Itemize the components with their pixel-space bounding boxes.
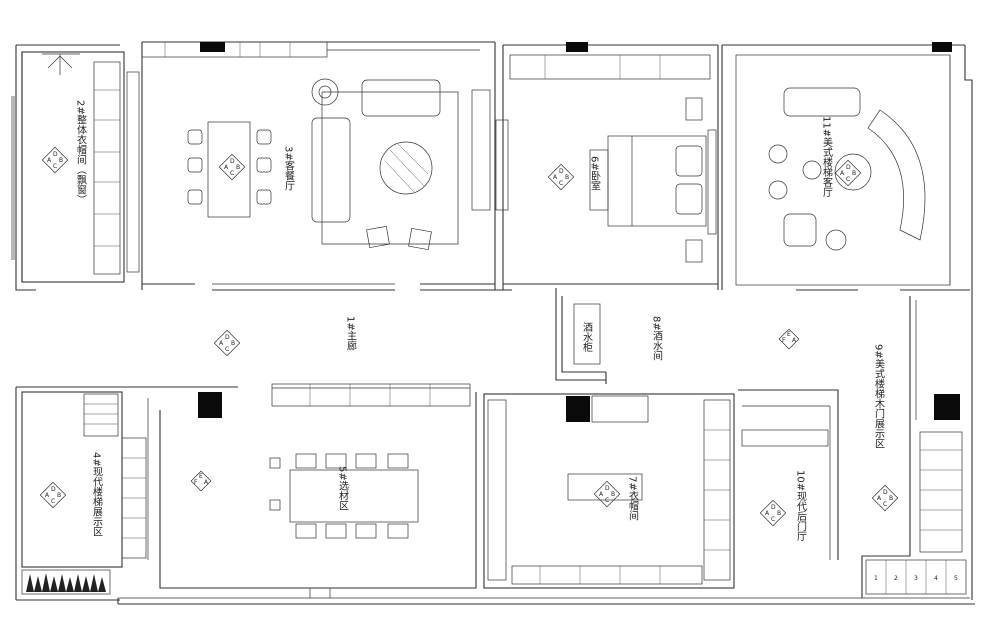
room-label-5: 5#选材区: [337, 466, 349, 511]
dab-marker-label: A: [765, 510, 770, 517]
efa-marker-label: A: [792, 337, 797, 344]
dab-marker-label: D: [846, 164, 851, 171]
dab-marker: D A B C: [871, 484, 899, 512]
dab-marker-label: C: [883, 501, 887, 508]
dab-marker-label: A: [840, 170, 845, 177]
dab-marker-label: D: [605, 485, 610, 492]
dab-marker-label: D: [771, 504, 776, 511]
room-9-american-stair: [861, 296, 967, 598]
dab-marker-label: C: [771, 516, 775, 523]
dab-marker-label: A: [47, 157, 52, 164]
dab-marker-label: B: [565, 174, 569, 181]
dab-marker: D A B C: [218, 153, 246, 181]
dab-marker: D A B C: [39, 481, 67, 509]
efa-marker-label: E: [199, 473, 203, 480]
dab-marker-label: A: [599, 491, 604, 498]
room-7-closet: [483, 393, 735, 589]
dab-marker: D A B C: [41, 146, 69, 174]
room-label-9: 9#美式楼梯木门展示区: [873, 344, 885, 449]
dab-marker-label: C: [225, 346, 229, 353]
efa-marker: E F A: [190, 470, 212, 492]
room-11-american-living: [721, 42, 970, 291]
room-label-8: 8#酒水间: [651, 316, 663, 362]
stair-number: 1: [874, 575, 878, 582]
dab-marker-label: A: [224, 164, 229, 171]
dab-marker-label: A: [45, 492, 50, 499]
dab-marker: D A B C: [834, 159, 862, 187]
room-8-wine-room: [555, 288, 607, 384]
dab-marker-label: C: [559, 180, 563, 187]
dab-marker-label: D: [53, 151, 58, 158]
room-10-rear-hall: [738, 389, 839, 560]
dab-marker: D A B C: [213, 329, 241, 357]
dab-marker-label: C: [51, 498, 55, 505]
stair-number: 3: [914, 575, 918, 582]
dab-marker-label: D: [883, 489, 888, 496]
room-label-11: 11#美式楼梯客厅: [821, 116, 833, 197]
dab-marker-label: B: [777, 510, 781, 517]
efa-marker-label: A: [204, 479, 209, 486]
room-label-2: 2#整体衣帽间（飘窗）: [75, 100, 87, 205]
dab-marker-label: B: [57, 492, 61, 499]
room-label-3: 3#客餐厅: [283, 146, 295, 191]
stair-number: 4: [934, 575, 938, 582]
dab-marker-label: B: [231, 340, 235, 347]
dab-marker-label: B: [889, 495, 893, 502]
room-2-closet: [11, 51, 140, 283]
dab-marker-label: D: [51, 486, 56, 493]
dab-marker: D A B C: [593, 480, 621, 508]
room-6-bedroom: [495, 42, 719, 290]
room-4-modern-stair: [21, 391, 149, 595]
room-3-living-dining: [141, 41, 512, 291]
room-label-10: 10#现代后门厅: [795, 470, 807, 541]
room-label-1: 1#主廊: [345, 316, 357, 352]
dab-marker-label: C: [53, 163, 57, 170]
efa-marker: E F A: [778, 328, 800, 350]
dab-marker: D A B C: [547, 163, 575, 191]
dab-marker-label: B: [236, 164, 240, 171]
corridor: [16, 383, 471, 407]
dab-marker-label: A: [877, 495, 882, 502]
dab-marker-label: B: [852, 170, 856, 177]
dab-marker-label: B: [59, 157, 63, 164]
dab-marker-label: C: [230, 170, 234, 177]
wine-cabinet-label: 酒水柜: [581, 322, 593, 353]
dab-marker-label: A: [219, 340, 224, 347]
dab-marker-label: A: [553, 174, 558, 181]
efa-marker-label: E: [787, 331, 791, 338]
dab-marker-label: D: [559, 168, 564, 175]
dab-marker-label: D: [230, 158, 235, 165]
room-label-4: 4#现代楼梯展示区: [91, 452, 103, 537]
stair-number: 2: [894, 575, 898, 582]
dab-marker: D A B C: [759, 499, 787, 527]
dab-marker-label: C: [846, 176, 850, 183]
efa-marker-label: F: [782, 337, 786, 344]
room-label-6: 6#卧室: [589, 156, 601, 191]
stair-number: 5: [954, 575, 958, 582]
room-label-7: 7#衣帽间: [627, 476, 639, 522]
dab-marker-label: D: [225, 334, 230, 341]
dab-marker-label: B: [611, 491, 615, 498]
dab-marker-label: C: [605, 497, 609, 504]
efa-marker-label: F: [194, 479, 198, 486]
room-5-selection-area: [159, 392, 477, 598]
